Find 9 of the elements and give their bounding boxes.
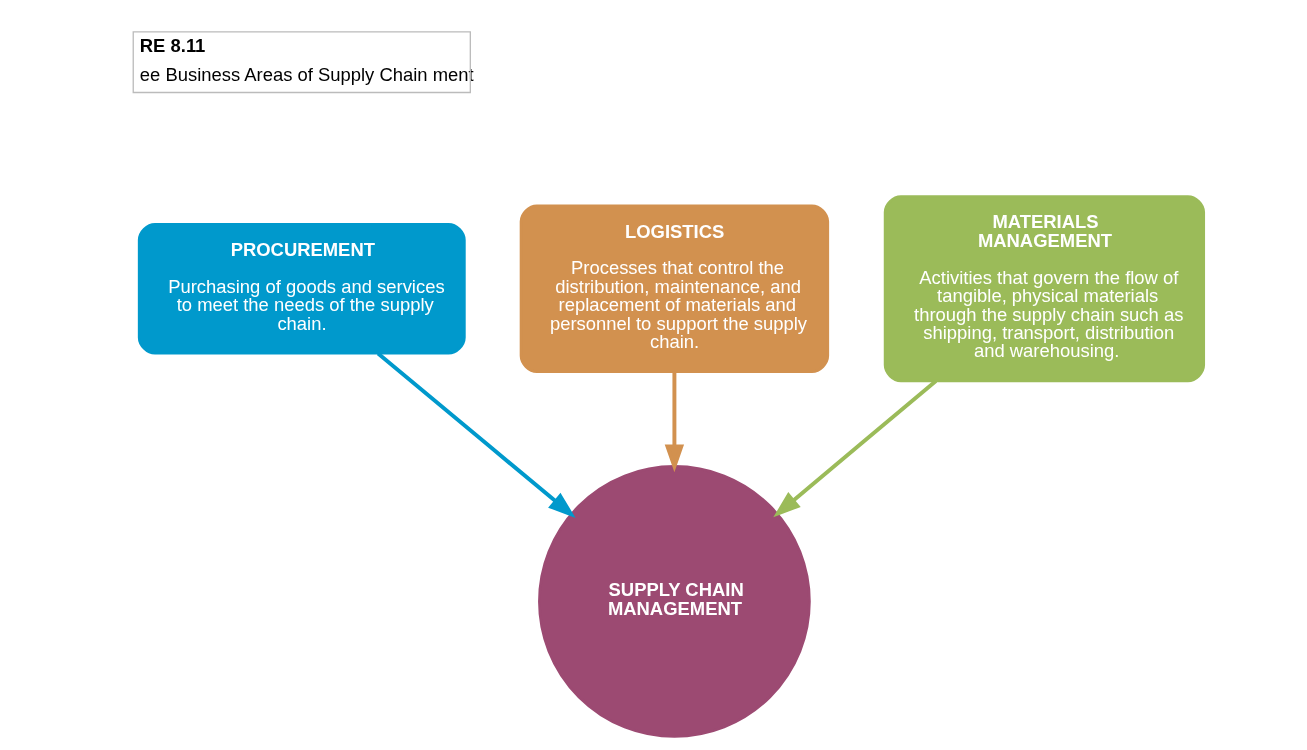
node-box: MATERIALS MANAGEMENT Activities that govern the flow of tangible, physical materials through the supply chain such as shipping, transport, distribution and warehousing. <box>883 195 1205 383</box>
node-box: PROCUREMENT Purchasing of goods and services to meet the needs of the supply chain. <box>137 222 466 355</box>
node-box: LOGISTICS Processes that control the distribution, maintenance, and replacement of materials and personnel to support the supply chain. <box>519 204 829 373</box>
node-circle: SUPPLY CHAIN MANAGEMENT <box>537 465 811 738</box>
label: ee Business Areas of Supply Chain ment <box>139 63 474 85</box>
arrow <box>376 352 576 518</box>
label: RE 8.11 <box>139 34 205 56</box>
arrow <box>664 371 684 473</box>
arrow <box>772 379 937 518</box>
